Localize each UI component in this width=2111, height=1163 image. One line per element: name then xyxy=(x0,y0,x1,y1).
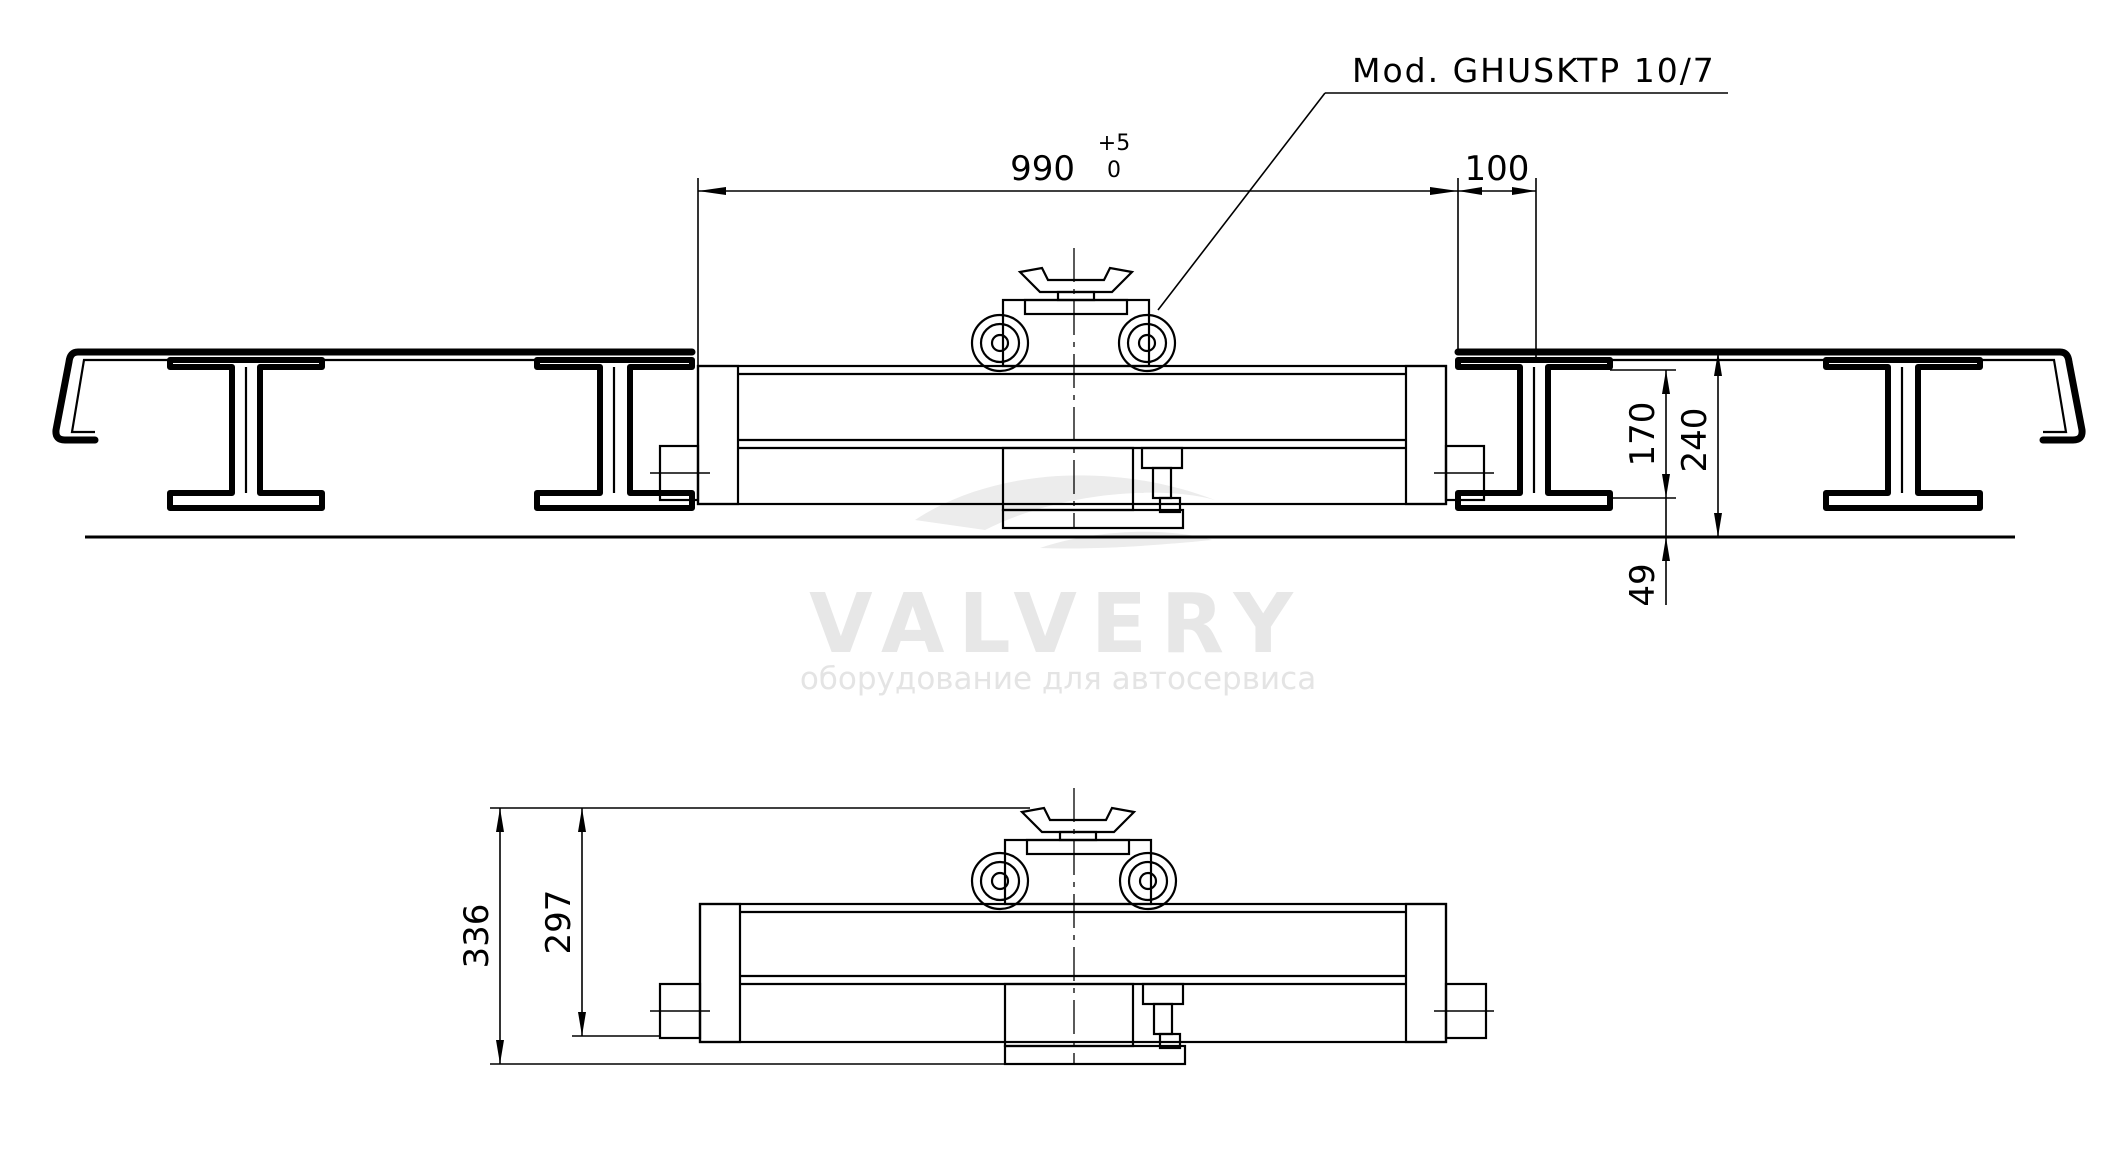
dim-offset: 100 xyxy=(1458,149,1537,360)
dim-span-tol-lower: 0 xyxy=(1107,158,1121,183)
watermark-brand: VALVERY xyxy=(809,577,1307,672)
right-rail-channel xyxy=(1454,348,2086,444)
left-i-beam-2 xyxy=(534,357,695,511)
watermark-logo-swoosh-lower xyxy=(1040,531,1212,549)
dim-height-min: 297 xyxy=(539,808,660,1037)
dim-floor-gap: 49 xyxy=(1623,498,1670,607)
dim-span: 990 +5 0 xyxy=(697,131,1459,366)
dim-floor-gap-value: 49 xyxy=(1623,563,1663,606)
right-i-beam-2 xyxy=(1823,357,1983,511)
dim-total-height: 240 xyxy=(1675,351,1728,537)
right-i-beam-1 xyxy=(1455,357,1613,511)
dim-height-min-value: 297 xyxy=(539,890,579,955)
dim-span-value: 990 xyxy=(1010,149,1075,189)
model-label: Mod. GHUSKTP 10/7 xyxy=(1352,51,1716,90)
dim-rail-height: 170 xyxy=(1610,369,1676,499)
dim-offset-value: 100 xyxy=(1465,149,1530,189)
top-view: 990 +5 0 100 Mod. GHUSKTP 10/7 170 xyxy=(52,51,2086,607)
left-rail-channel-inner xyxy=(70,358,692,434)
watermark: VALVERY оборудование для автосервиса xyxy=(800,475,1316,697)
dim-height-max-value: 336 xyxy=(457,904,497,969)
model-leader: Mod. GHUSKTP 10/7 xyxy=(1157,51,1728,311)
right-rail-channel-inner xyxy=(1458,358,2068,434)
left-i-beam-1 xyxy=(167,357,325,511)
watermark-tagline: оборудование для автосервиса xyxy=(800,661,1316,697)
jack-frame-bottom xyxy=(650,788,1494,1066)
watermark-logo-swoosh xyxy=(915,475,1215,530)
jack-frame-top xyxy=(650,248,1494,530)
bottom-view: 336 297 xyxy=(457,788,1494,1066)
dim-height-max: 336 xyxy=(457,807,1030,1065)
dim-total-height-value: 240 xyxy=(1675,408,1715,473)
dim-span-tol-upper: +5 xyxy=(1098,131,1130,156)
left-rail-channel xyxy=(52,348,696,444)
dim-rail-height-value: 170 xyxy=(1623,402,1663,467)
